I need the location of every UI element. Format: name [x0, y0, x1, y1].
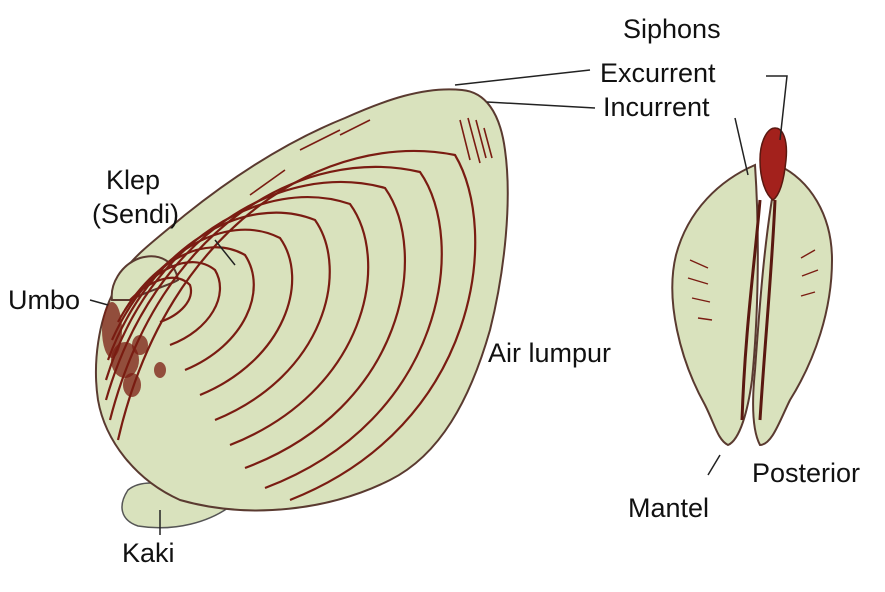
label-incurrent: Incurrent	[603, 92, 710, 122]
label-mantel: Mantel	[628, 493, 709, 523]
label-excurrent: Excurrent	[600, 58, 716, 88]
leader-umbo	[90, 300, 108, 305]
leader-mantel	[708, 455, 720, 475]
label-sendi: (Sendi)	[92, 199, 179, 229]
leader-excurrent	[455, 70, 590, 85]
label-air-lumpur: Air lumpur	[488, 338, 611, 368]
leader-incurrent	[487, 102, 595, 108]
label-kaki: Kaki	[122, 538, 175, 568]
shell-side-view	[96, 89, 508, 527]
right-valve-posterior	[753, 165, 832, 445]
left-valve-posterior	[672, 165, 757, 445]
label-klep: Klep	[106, 165, 160, 195]
leader-incurrent-right	[735, 118, 748, 175]
label-umbo: Umbo	[8, 285, 80, 315]
label-siphons: Siphons	[623, 14, 721, 44]
label-posterior: Posterior	[752, 458, 860, 488]
shell-posterior-view	[672, 128, 832, 445]
